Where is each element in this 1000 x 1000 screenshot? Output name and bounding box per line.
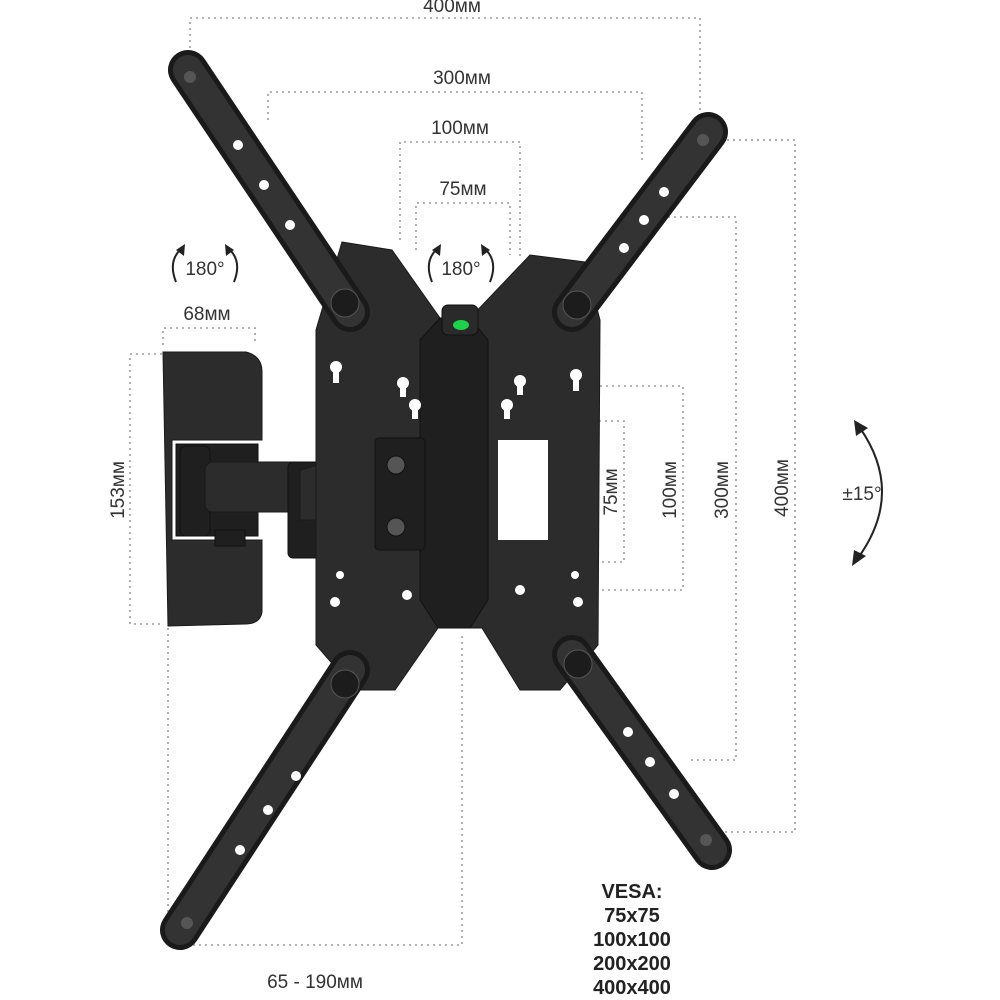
dim-width-100: 100мм (431, 118, 489, 139)
dim-extension: 65 - 190мм (267, 972, 363, 993)
dim-height-400: 400мм (772, 459, 793, 517)
dim-arm-depth: 68мм (183, 304, 230, 325)
dim-arm-height: 153мм (108, 461, 129, 519)
dim-width-75: 75мм (439, 179, 486, 200)
rail-bottom-left (160, 650, 370, 950)
dim-width-400: 400мм (423, 0, 481, 17)
dim-height-100: 100мм (660, 461, 681, 519)
dim-width-300: 300мм (433, 68, 491, 89)
rails (160, 50, 732, 950)
tilt-label: ±15° (842, 484, 881, 505)
swivel-center-label: 180° (441, 259, 480, 280)
swivel-left-label: 180° (185, 259, 224, 280)
vesa-size-75: 75x75 (604, 905, 660, 927)
rotation-arrows (171, 244, 883, 566)
rail-bottom-right (552, 635, 732, 870)
dim-height-75: 75мм (601, 468, 622, 515)
labels: 400мм 300мм 100мм 75мм 180° 180° 68мм 15… (108, 0, 882, 999)
center-bracket (315, 241, 601, 691)
vesa-size-100: 100x100 (593, 929, 671, 951)
rail-top-right (552, 112, 728, 332)
dim-height-300: 300мм (712, 461, 733, 519)
vesa-size-200: 200x200 (593, 953, 671, 975)
level-indicator (453, 320, 469, 330)
vesa-title: VESA: (601, 881, 662, 903)
rail-top-left (168, 50, 370, 332)
vesa-size-400: 400x400 (593, 977, 671, 999)
